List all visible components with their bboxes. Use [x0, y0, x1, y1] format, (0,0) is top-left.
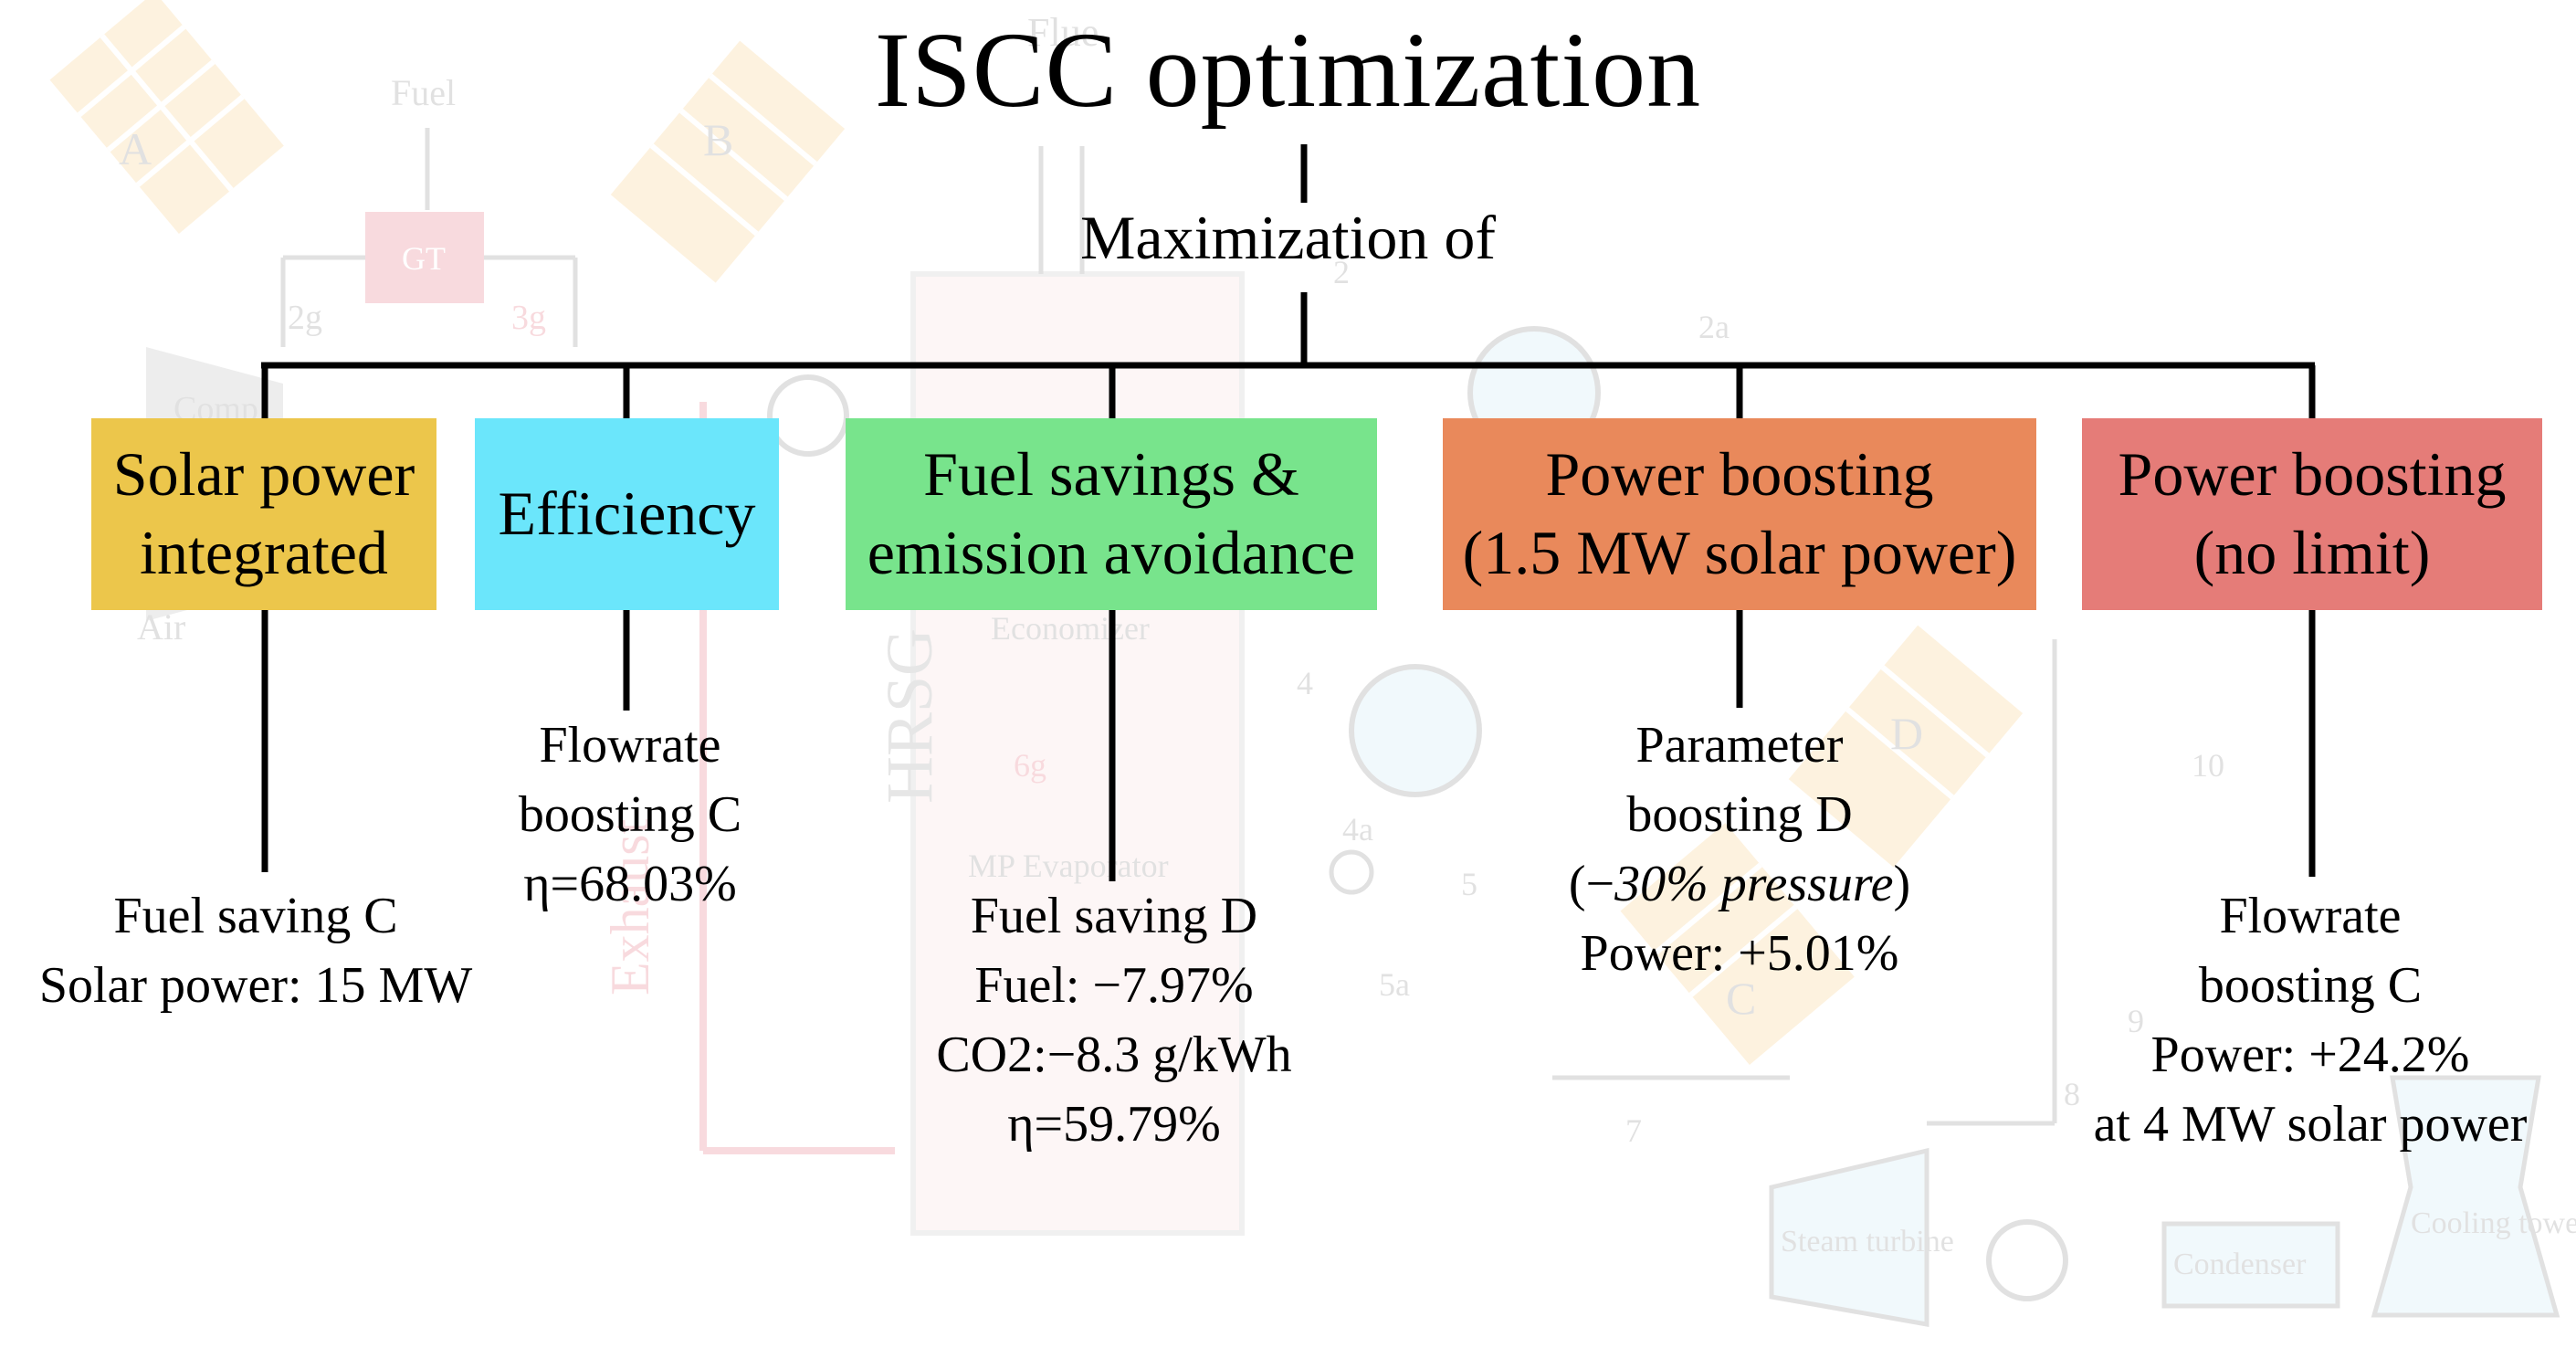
category-label-line1: Power boosting [2118, 439, 2507, 510]
diagram-title: ISCC optimization [874, 10, 1702, 130]
category-box-solar-power: Solar power integrated [91, 418, 436, 610]
result-line: Flowrate [2219, 888, 2402, 944]
result-line: Power: +5.01% [1580, 925, 1899, 982]
result-line: CO2:−8.3 g/kWh [936, 1027, 1292, 1083]
category-label-line1: Fuel savings & [923, 439, 1299, 510]
result-line: η=59.79% [1007, 1096, 1221, 1153]
result-line: boosting D [1626, 786, 1853, 843]
result-line: Fuel saving D [970, 888, 1258, 944]
result-line: η=68.03% [523, 856, 737, 912]
result-fuel-savings: Fuel saving D Fuel: −7.97% CO2:−8.3 g/kW… [840, 881, 1388, 1159]
result-line: Solar power: 15 MW [38, 957, 473, 1014]
result-line: at 4 MW solar power [2093, 1096, 2528, 1153]
category-label-line2: emission avoidance [867, 518, 1356, 587]
result-line: Flowrate [539, 717, 721, 774]
pressure-prefix: (− [1568, 856, 1615, 912]
category-label-line2: (1.5 MW solar power) [1462, 518, 2017, 587]
category-box-fuel-savings: Fuel savings & emission avoidance [846, 418, 1377, 610]
result-line: Parameter [1635, 717, 1844, 774]
result-line-pressure: (−30% pressure) [1479, 849, 2000, 919]
diagram-subtitle: Maximization of [1079, 203, 1497, 272]
result-efficiency: Flowrate boosting C η=68.03% [429, 711, 831, 919]
pressure-value: 30% pressure [1614, 856, 1894, 912]
result-line: Fuel: −7.97% [974, 957, 1254, 1014]
pressure-suffix: ) [1893, 856, 1911, 912]
category-label-line1: Power boosting [1545, 439, 1934, 510]
category-label-line1: Solar power [112, 439, 415, 510]
result-power-boosting-no-limit: Flowrate boosting C Power: +24.2% at 4 M… [2045, 881, 2575, 1159]
result-line: Fuel saving C [113, 888, 398, 944]
category-box-efficiency: Efficiency [475, 418, 779, 610]
category-label-line2: (no limit) [2193, 518, 2431, 587]
result-line: Power: +24.2% [2150, 1027, 2470, 1083]
category-box-power-boosting-no-limit: Power boosting (no limit) [2082, 418, 2542, 610]
category-label-line2: integrated [140, 518, 388, 587]
result-line: boosting C [518, 786, 742, 843]
result-power-boosting-limited: Parameter boosting D (−30% pressure) Pow… [1479, 711, 2000, 988]
result-solar-power: Fuel saving C Solar power: 15 MW [0, 881, 511, 1020]
result-line: boosting C [2198, 957, 2423, 1014]
category-box-power-boosting-limited: Power boosting (1.5 MW solar power) [1443, 418, 2036, 610]
category-label-line1: Efficiency [498, 479, 756, 549]
